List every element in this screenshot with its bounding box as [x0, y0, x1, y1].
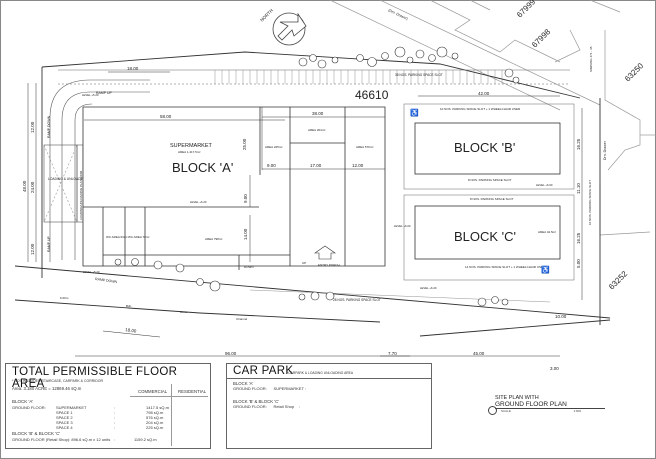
floor-area-title: TOTAL PERMISSIBLE FLOOR AREA [12, 366, 178, 390]
section-marker-icon [488, 406, 497, 415]
svg-text:25.00: 25.00 [242, 138, 247, 150]
block-c-outline [403, 194, 575, 281]
svg-text:6.00m: 6.00m [60, 296, 69, 300]
svg-text:5.00: 5.00 [576, 259, 581, 268]
area-row: GROUND FLOOR (Retail Shop): 896.6 sQ.m x… [12, 437, 157, 442]
svg-text:LEVEL +6.20: LEVEL +6.20 [190, 200, 207, 204]
svg-text:3.00: 3.00 [550, 366, 559, 371]
svg-text:12.00: 12.00 [352, 163, 364, 168]
block-a-label: BLOCK 'A' [172, 160, 233, 175]
tree-icons-top [298, 46, 520, 84]
area-row: SPACE 3:204 sQ.m [56, 420, 164, 425]
drain-label-top: (Drn. Drawer) [388, 8, 409, 21]
lot-67999: 67999 [515, 0, 537, 19]
svg-text:Conc.: Conc. [180, 310, 188, 314]
lot-67998: 67998 [530, 27, 552, 49]
parking-top-label: 38 NOS. PARKING SPACE SLOT [395, 73, 443, 77]
svg-text:8 NOS. PARKING SPACE SLOT: 8 NOS. PARKING SPACE SLOT [468, 178, 512, 182]
supermarket-label: SUPERMARKET [170, 143, 213, 149]
svg-text:7.70: 7.70 [388, 351, 397, 356]
drawing-title-line1: SITE PLAN WITH [495, 395, 539, 401]
svg-text:8 NOS. PARKING SPACE SLOT: 8 NOS. PARKING SPACE SLOT [470, 197, 514, 201]
road-label-vertical: SIMPANG 471 - 35 [589, 46, 593, 72]
level-tags: LEVEL +5.20 LEVEL +6.20 LEVEL +5.20 LEVE… [82, 93, 553, 290]
svg-text:LEVEL +6.20: LEVEL +6.20 [420, 286, 437, 290]
svg-text:12.00: 12.00 [30, 243, 35, 255]
svg-text:14.00: 14.00 [243, 228, 248, 240]
block-b-outline [403, 103, 575, 190]
svg-text:UP: UP [302, 261, 306, 265]
wheelchair-icon: ♿ [410, 108, 419, 117]
svg-text:NORTH: NORTH [259, 8, 274, 23]
ramp-up-top-label: RAMP UP [96, 91, 113, 95]
svg-text:AREA 576m²: AREA 576m² [356, 145, 373, 149]
svg-text:LEVEL +5.20: LEVEL +5.20 [83, 270, 100, 274]
svg-text:58.00: 58.00 [160, 114, 172, 119]
drain-label-right: Drn. Drawer [603, 140, 607, 160]
title-block: SITE PLAN WITH GROUND FLOOR PLAN SCALE 1… [488, 395, 605, 415]
svg-text:LEVEL +5.20: LEVEL +5.20 [82, 93, 99, 97]
svg-text:10.00: 10.00 [555, 314, 567, 319]
svg-text:96.00: 96.00 [225, 351, 237, 356]
ramp-up-left-label: RAMP UP [47, 235, 51, 252]
lot-63252: 63252 [607, 269, 629, 291]
ramp-down-left-label: RAMP DOWN [47, 115, 51, 138]
svg-text:18.00: 18.00 [125, 327, 137, 334]
block-b-label: BLOCK 'B' [454, 140, 515, 155]
svg-text:LEVEL +6.00: LEVEL +6.00 [394, 224, 411, 228]
svg-text:AREA 42.5m²: AREA 42.5m² [538, 230, 556, 234]
svg-text:14 NOS. PARKING SPACE SLOT + 1: 14 NOS. PARKING SPACE SLOT + 1 WHEELCHAI… [465, 265, 546, 269]
svg-text:42.00: 42.00 [478, 91, 490, 96]
area-row: SPACE 4:225 sQ.m [56, 425, 164, 430]
svg-text:ENTRY PORCH: ENTRY PORCH [318, 263, 340, 267]
svg-text:18.00: 18.00 [127, 66, 139, 71]
svg-text:AREA 204m²: AREA 204m² [308, 128, 325, 132]
svg-text:WC AREA 63m²: WC AREA 63m² [106, 235, 127, 239]
parking-top [58, 69, 570, 85]
entry-porch-arrow-icon [314, 245, 336, 260]
svg-text:LEVEL +6.00: LEVEL +6.00 [536, 183, 553, 187]
north-arrow-icon: NORTH [259, 8, 307, 46]
lot-number: 46610 [355, 88, 389, 102]
svg-text:10 NOS. PARKING SPACE SLOT: 10 NOS. PARKING SPACE SLOT [588, 180, 592, 225]
svg-text:12.00: 12.00 [30, 121, 35, 133]
svg-text:45.00: 45.00 [473, 351, 485, 356]
car-park-title: CAR PARK [233, 365, 294, 377]
ramp-down-bottom-label: RAMP DOWN [95, 277, 118, 284]
svg-text:16.25: 16.25 [576, 232, 581, 244]
floor-area-panel: TOTAL PERMISSIBLE FLOOR AREA * NOT INCLU… [5, 363, 211, 449]
parking-bottom-label: 28 NOS. PARKING SPACE SLOT [333, 298, 381, 302]
svg-text:AREA 1,417.5m²: AREA 1,417.5m² [178, 150, 200, 154]
svg-text:9.00: 9.00 [243, 194, 248, 203]
svg-text:16.25: 16.25 [576, 138, 581, 150]
svg-text:38.00: 38.00 [312, 111, 324, 116]
block-c-label: BLOCK 'C' [454, 229, 516, 244]
svg-text:48.00: 48.00 [22, 180, 27, 192]
block-a-outline [82, 106, 386, 270]
svg-text:Bdn: Bdn [126, 304, 132, 308]
svg-text:11.10: 11.10 [576, 183, 581, 194]
wheelchair-icon: ♿ [541, 265, 550, 274]
svg-text:DOWN: DOWN [244, 265, 254, 269]
loading-bay-label: LOADING & UNLOADING BAY [48, 177, 95, 181]
area-row: SPACE 1:798 sQ.m [56, 410, 164, 415]
svg-text:24.00: 24.00 [30, 181, 35, 193]
lot-63250: 63250 [623, 61, 645, 83]
svg-text:9.00: 9.00 [267, 163, 276, 168]
loading-platform-label: LOADING/UNLOADING PLATFORM [79, 170, 83, 220]
area-row: SUPERMARKET:1417.5 sQ.m [56, 405, 169, 410]
tree-icons-bottom [114, 258, 509, 307]
drawing-title-line2: GROUND FLOOR PLAN [495, 401, 605, 409]
site-boundary [14, 51, 611, 337]
svg-text:17.00: 17.00 [310, 163, 322, 168]
svg-text:AREA 225m²: AREA 225m² [265, 145, 282, 149]
svg-text:WC AREA 70m²: WC AREA 70m² [128, 235, 149, 239]
svg-text:10 NOS. PARKING SPACE SLOT + 1: 10 NOS. PARKING SPACE SLOT + 1 WHEELCHAI… [440, 107, 521, 111]
car-park-panel: CAR PARK *CARPARK & LOADING UNLOADING AR… [226, 363, 432, 449]
svg-text:AREA 798m²: AREA 798m² [205, 237, 222, 241]
svg-text:Channel: Channel [236, 317, 248, 321]
area-row: SPACE 2:576 sQ.m [56, 415, 164, 420]
ramp-loading-strip [43, 79, 150, 262]
